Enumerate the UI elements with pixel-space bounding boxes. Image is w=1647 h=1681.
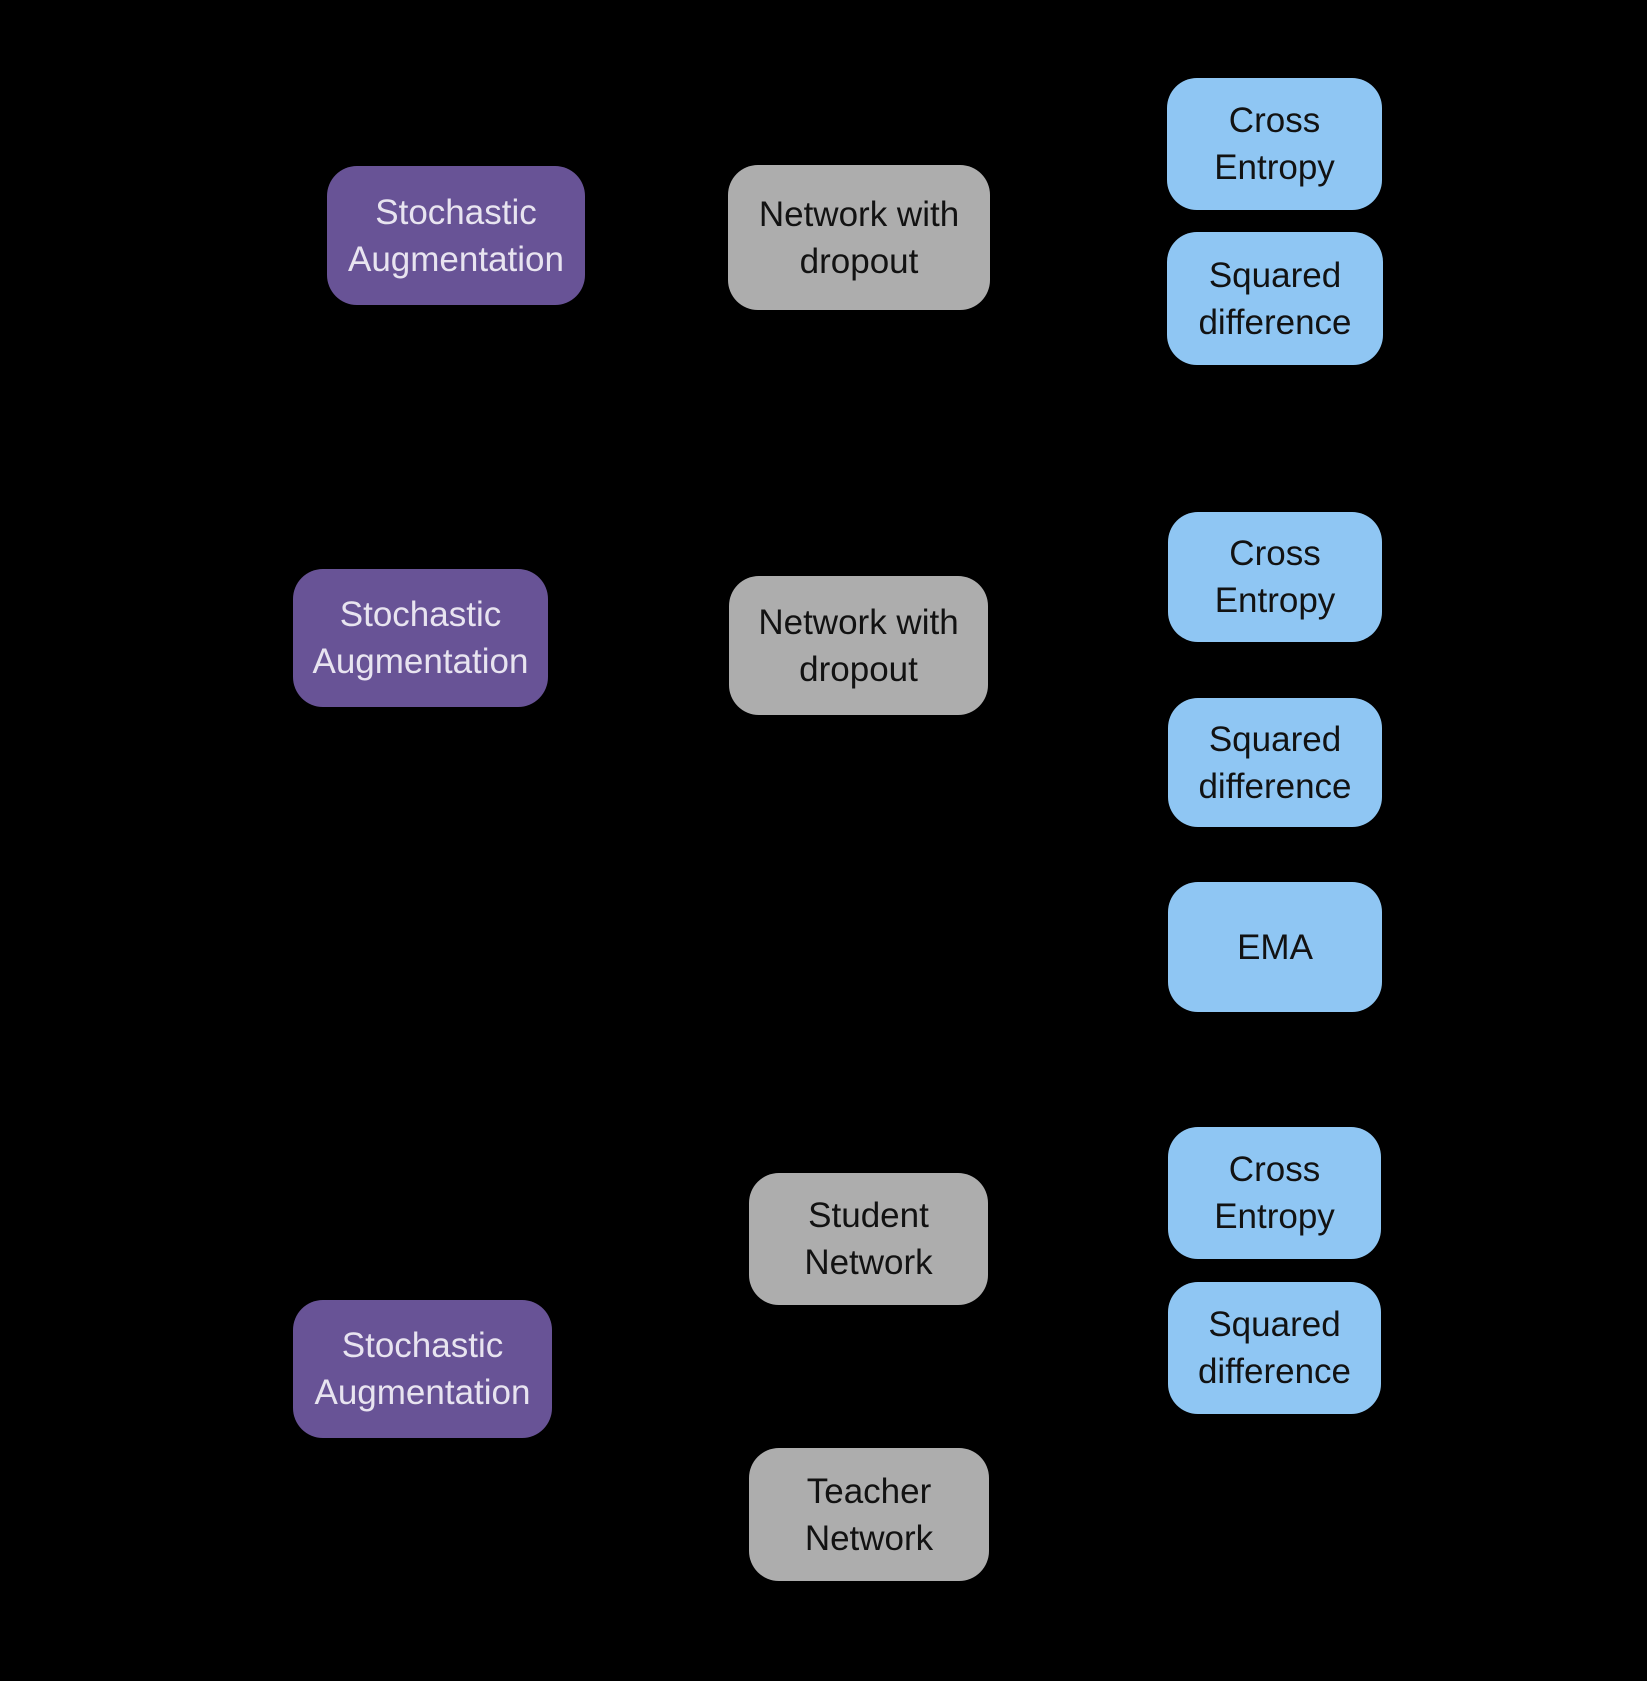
row3-student-network-box: Student Network [749,1173,988,1305]
row3-stochastic-augmentation-label: Stochastic Augmentation [314,1326,531,1412]
row2-ema-box: EMA [1168,882,1382,1012]
row2-network-with-dropout-box: Network with dropout [729,576,988,715]
row3-cross-entropy-label: Cross Entropy [1214,1150,1335,1236]
row1-stochastic-augmentation-box: Stochastic Augmentation [327,166,585,305]
row2-ema-label: EMA [1237,927,1313,967]
row3-cross-entropy-box: Cross Entropy [1168,1127,1381,1259]
row1-network-with-dropout-label: Network with dropout [758,194,960,281]
row1-squared-difference-label: Squared difference [1198,255,1352,342]
row3-teacher-network-label: Teacher Network [804,1471,934,1558]
row2-squared-difference-box: Squared difference [1168,698,1382,827]
row2-squared-difference-label: Squared difference [1198,719,1352,806]
row2-network-with-dropout-label: Network with dropout [758,602,959,689]
row3-squared-difference-label: Squared difference [1197,1305,1352,1391]
row1-network-with-dropout-box: Network with dropout [728,165,990,310]
row3-teacher-network-box: Teacher Network [749,1448,989,1581]
row2-cross-entropy-label: Cross Entropy [1214,534,1336,620]
row1-squared-difference-box: Squared difference [1167,232,1383,365]
row3-squared-difference-box: Squared difference [1168,1282,1381,1414]
row1-stochastic-augmentation-label: Stochastic Augmentation [348,192,564,279]
row1-cross-entropy-label: Cross Entropy [1214,101,1335,187]
row2-stochastic-augmentation-box: Stochastic Augmentation [293,569,548,707]
row1-cross-entropy-box: Cross Entropy [1167,78,1382,210]
row3-stochastic-augmentation-box: Stochastic Augmentation [293,1300,552,1438]
row3-student-network-label: Student Network [804,1196,933,1282]
row2-stochastic-augmentation-label: Stochastic Augmentation [312,595,529,681]
row2-cross-entropy-box: Cross Entropy [1168,512,1382,642]
